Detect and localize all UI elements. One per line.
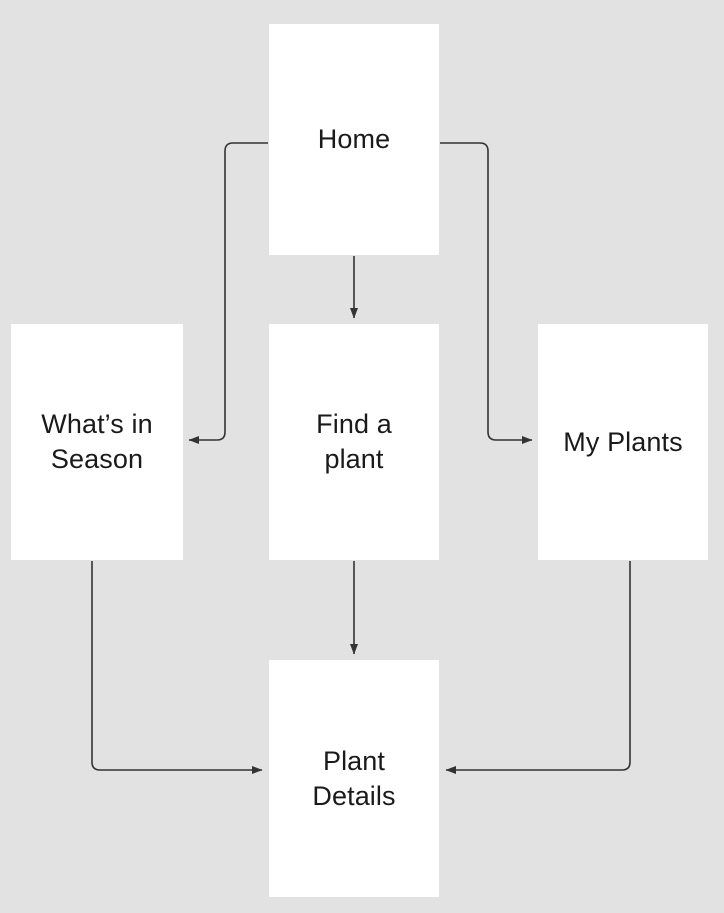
node-find-a-plant-label: Find a plant — [316, 409, 392, 474]
node-find-a-plant[interactable]: Find a plant — [269, 324, 439, 560]
node-home[interactable]: Home — [269, 24, 439, 255]
edge-season-to-details — [91, 561, 263, 775]
edge-home-to-season — [188, 142, 268, 445]
edge-myplants-to-details — [445, 561, 631, 775]
edge-home-to-myplants — [440, 142, 533, 445]
node-home-label: Home — [317, 124, 391, 155]
node-whats-in-season[interactable]: What’s in Season — [11, 324, 183, 560]
node-whats-in-season-label: What’s in Season — [41, 409, 153, 474]
node-my-plants-label: My Plants — [563, 426, 683, 457]
node-my-plants[interactable]: My Plants — [538, 324, 708, 560]
node-plant-details[interactable]: Plant Details — [269, 660, 439, 897]
node-plant-details-label: Plant Details — [312, 745, 396, 811]
